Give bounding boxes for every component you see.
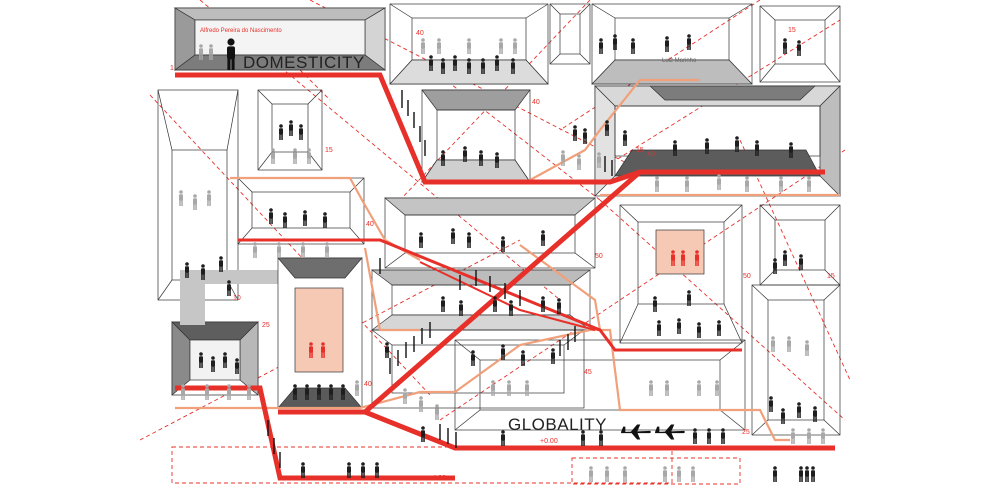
level-number: 40 bbox=[364, 381, 372, 388]
level-numbers: 1 40 15 40 15 40 15 40 10 25 50 50 15 40… bbox=[170, 27, 835, 436]
dashed-boxes bbox=[171, 446, 741, 485]
level-plus-label: +0.00 bbox=[540, 438, 558, 445]
level-number: 1 bbox=[170, 65, 174, 72]
room-top-right bbox=[591, 3, 753, 85]
room-domesticity bbox=[173, 7, 387, 71]
airplane-icon bbox=[655, 424, 685, 440]
room-right-middle bbox=[619, 204, 743, 344]
vertical-ticks bbox=[267, 90, 613, 468]
level-number: 15 bbox=[827, 273, 835, 280]
domesticity-label: DOMESTICITY bbox=[243, 53, 365, 72]
salmon-paths bbox=[175, 78, 840, 442]
globality-label: GLOBALITY bbox=[508, 415, 607, 434]
level-number: 25 bbox=[742, 429, 750, 436]
level-number: 40 bbox=[647, 151, 655, 158]
level-number: 15 bbox=[788, 27, 796, 34]
room-center-wide bbox=[384, 197, 596, 269]
level-number: 40 bbox=[416, 30, 424, 37]
author-top-label: Alfredo Pereira do Nascimento bbox=[200, 28, 282, 34]
room-left-tall bbox=[157, 89, 239, 301]
level-number: 25 bbox=[262, 322, 270, 329]
room-top-far-right bbox=[759, 5, 841, 83]
level-number: 10 bbox=[233, 295, 241, 302]
level-number: 45 bbox=[584, 369, 592, 376]
room-upper-middle bbox=[421, 89, 531, 183]
room-bottom-wide bbox=[454, 339, 746, 431]
room-far-right-bottom bbox=[751, 284, 841, 436]
airplane-icon bbox=[621, 424, 651, 440]
level-number: 15 bbox=[325, 147, 333, 154]
level-number: 50 bbox=[743, 273, 751, 280]
room-top-small-a bbox=[549, 3, 591, 65]
room-left-bottom bbox=[171, 321, 259, 396]
room-middle-left bbox=[237, 177, 365, 245]
red-paths bbox=[175, 72, 835, 481]
level-number: 40 bbox=[532, 99, 540, 106]
room-center-mid bbox=[370, 269, 592, 331]
author-right-label: Luiz Marinho bbox=[662, 58, 697, 64]
level-number: 15 bbox=[636, 147, 644, 154]
level-number: 40 bbox=[366, 221, 374, 228]
level-minus-label: -4.00 bbox=[430, 475, 446, 482]
room-elevator bbox=[277, 257, 363, 409]
room-right-big bbox=[594, 85, 841, 197]
room-boxes bbox=[157, 3, 841, 436]
level-number: 50 bbox=[595, 253, 603, 260]
